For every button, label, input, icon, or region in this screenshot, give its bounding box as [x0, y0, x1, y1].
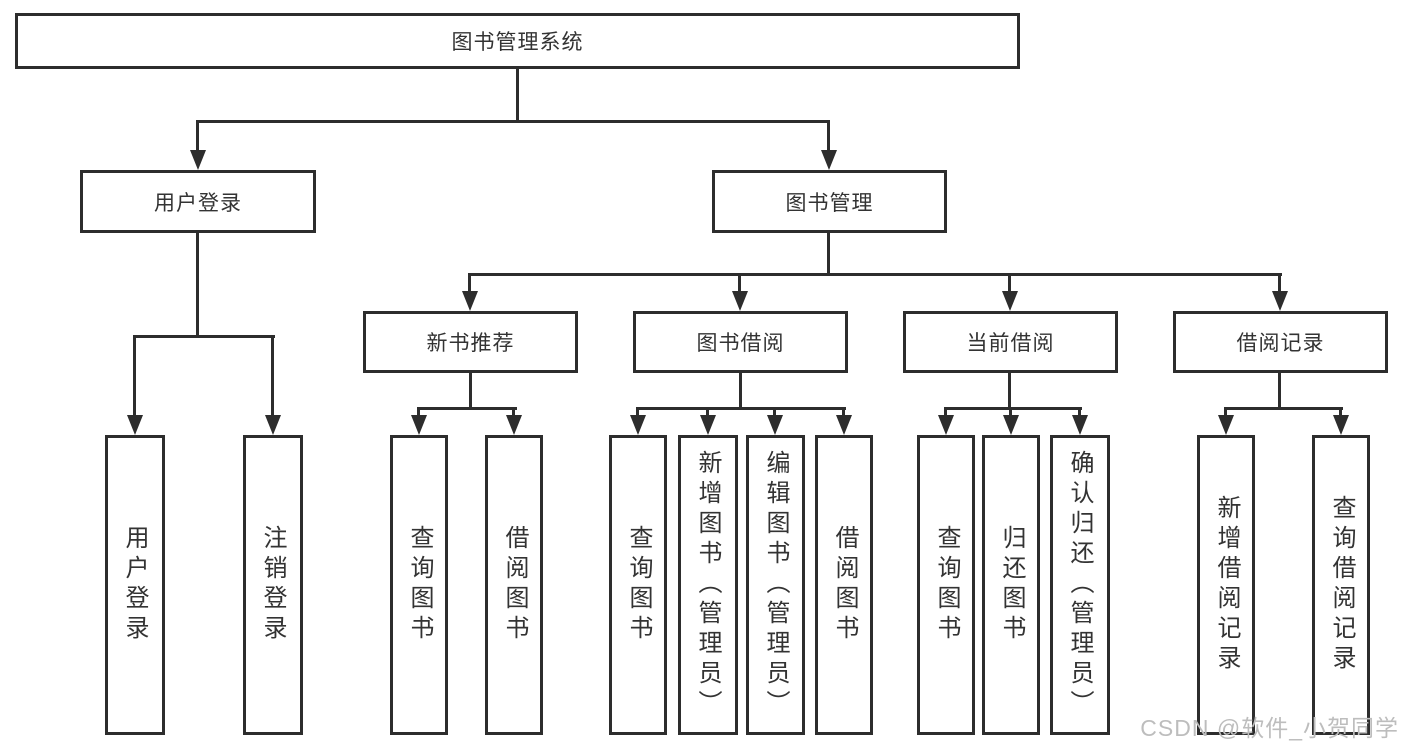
- leaf-cur-return-book: 归还图书: [982, 435, 1040, 735]
- node-root: 图书管理系统: [15, 13, 1020, 69]
- connector-line: [827, 120, 830, 152]
- connector-line: [469, 373, 472, 409]
- connector-arrowhead: [821, 150, 837, 170]
- connector-line: [944, 407, 947, 417]
- connector-arrowhead: [767, 415, 783, 435]
- connector-arrowhead: [732, 291, 748, 311]
- connector-line: [1009, 407, 1012, 417]
- connector-arrowhead: [1333, 415, 1349, 435]
- connector-line: [1339, 407, 1342, 417]
- connector-arrowhead: [127, 415, 143, 435]
- connector-line: [196, 120, 830, 123]
- connector-arrowhead: [1218, 415, 1234, 435]
- connector-line: [133, 335, 275, 338]
- connector-arrowhead: [1272, 291, 1288, 311]
- connector-line: [512, 407, 515, 417]
- leaf-user-login: 用户登录: [105, 435, 165, 735]
- connector-line: [827, 233, 830, 275]
- leaf-logout: 注销登录: [243, 435, 303, 735]
- connector-line: [1008, 373, 1011, 409]
- connector-arrowhead: [836, 415, 852, 435]
- connector-arrowhead: [1072, 415, 1088, 435]
- connector-line: [1078, 407, 1081, 417]
- connector-line: [1278, 373, 1281, 409]
- leaf-bor-borrow-book: 借阅图书: [815, 435, 873, 735]
- leaf-bor-add-book-admin: 新增图书（管理员）: [678, 435, 738, 735]
- connector-arrowhead: [190, 150, 206, 170]
- connector-line: [636, 407, 846, 410]
- connector-arrowhead: [630, 415, 646, 435]
- connector-line: [706, 407, 709, 417]
- connector-line: [417, 407, 517, 410]
- leaf-bor-query-book: 查询图书: [609, 435, 667, 735]
- csdn-watermark: CSDN @软件_小贺同学: [1140, 715, 1399, 741]
- node-book-borrow: 图书借阅: [633, 311, 848, 373]
- connector-line: [133, 335, 136, 417]
- connector-line: [739, 373, 742, 409]
- connector-line: [516, 68, 519, 120]
- leaf-rec-borrow-book: 借阅图书: [485, 435, 543, 735]
- node-user-login: 用户登录: [80, 170, 316, 233]
- connector-line: [417, 407, 420, 417]
- connector-line: [468, 273, 471, 293]
- node-borrow-records: 借阅记录: [1173, 311, 1388, 373]
- connector-line: [271, 335, 274, 417]
- connector-line: [1278, 273, 1281, 293]
- connector-arrowhead: [411, 415, 427, 435]
- leaf-bor-edit-book-admin: 编辑图书（管理员）: [746, 435, 805, 735]
- node-book-management: 图书管理: [712, 170, 947, 233]
- leaf-log-query-record: 查询借阅记录: [1312, 435, 1370, 735]
- node-new-book-recommend: 新书推荐: [363, 311, 578, 373]
- connector-arrowhead: [462, 291, 478, 311]
- connector-line: [773, 407, 776, 417]
- connector-arrowhead: [700, 415, 716, 435]
- connector-line: [1224, 407, 1343, 410]
- connector-arrowhead: [938, 415, 954, 435]
- connector-line: [842, 407, 845, 417]
- node-current-borrow: 当前借阅: [903, 311, 1118, 373]
- connector-arrowhead: [1003, 415, 1019, 435]
- connector-line: [196, 233, 199, 337]
- connector-line: [468, 273, 1282, 276]
- leaf-cur-confirm-return-admin: 确认归还（管理员）: [1050, 435, 1110, 735]
- leaf-cur-query-book: 查询图书: [917, 435, 975, 735]
- connector-line: [1224, 407, 1227, 417]
- connector-line: [1008, 273, 1011, 293]
- connector-line: [196, 120, 199, 152]
- leaf-rec-query-book: 查询图书: [390, 435, 448, 735]
- connector-line: [944, 407, 1082, 410]
- connector-arrowhead: [506, 415, 522, 435]
- connector-line: [636, 407, 639, 417]
- connector-arrowhead: [265, 415, 281, 435]
- connector-arrowhead: [1002, 291, 1018, 311]
- leaf-log-add-record: 新增借阅记录: [1197, 435, 1255, 735]
- connector-line: [738, 273, 741, 293]
